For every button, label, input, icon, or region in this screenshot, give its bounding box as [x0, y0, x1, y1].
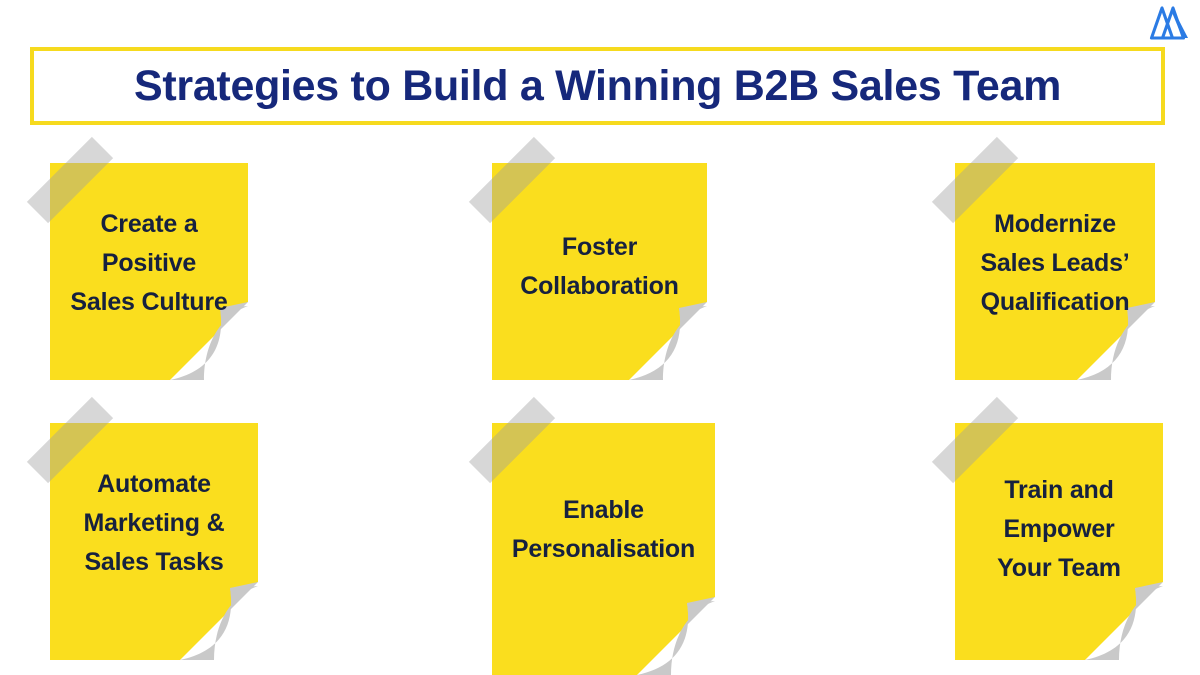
sticky-note-card[interactable]: Enable Personalisation [468, 396, 715, 675]
sticky-note-card[interactable]: Modernize Sales Leads’ Qualification [931, 136, 1155, 380]
sticky-note-card[interactable]: Create a Positive Sales Culture [26, 136, 248, 380]
sticky-note-card[interactable]: Train and Empower Your Team [931, 396, 1163, 660]
sticky-note-label: Automate Marketing & Sales Tasks [83, 470, 225, 576]
sticky-note-label: Train and Empower Your Team [997, 476, 1121, 582]
page-title: Strategies to Build a Winning B2B Sales … [133, 61, 1062, 110]
sticky-note-card[interactable]: Automate Marketing & Sales Tasks [26, 396, 258, 660]
mountain-logo-icon [1148, 4, 1192, 42]
sticky-note-label: Foster Collaboration [520, 233, 679, 300]
sticky-note-label: Enable Personalisation [511, 496, 696, 563]
sticky-note-card[interactable]: Foster Collaboration [468, 136, 707, 380]
page-title-box: Strategies to Build a Winning B2B Sales … [30, 47, 1165, 125]
sticky-note-label: Create a Positive Sales Culture [70, 210, 228, 316]
sticky-note-label: Modernize Sales Leads’ Qualification [980, 210, 1130, 316]
